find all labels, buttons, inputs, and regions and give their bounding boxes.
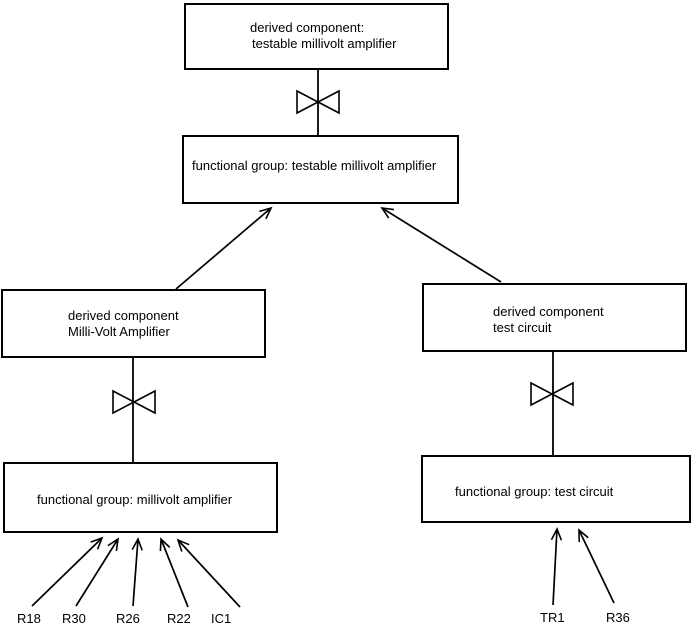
- component-label-r30: R30: [62, 611, 86, 626]
- bowtie-icon: [296, 89, 340, 115]
- bowtie-icon: [112, 389, 156, 415]
- edge-r36-arrow: [578, 528, 615, 604]
- edge-derived-millivolt-to-functional-testable-arrow: [175, 206, 273, 290]
- component-label-r18: R18: [17, 611, 41, 626]
- node-derived-component-testable-millivolt-amplifier: derived component: testable millivolt am…: [184, 3, 449, 70]
- node-label-line1: derived component: [493, 304, 604, 319]
- node-functional-group-millivolt-amplifier: functional group: millivolt amplifier: [3, 462, 278, 533]
- edge-r26-arrow: [131, 537, 143, 607]
- edge-r18-arrow: [31, 536, 104, 607]
- node-functional-group-testable-millivolt-amplifier: functional group: testable millivolt amp…: [182, 135, 459, 204]
- node-label: functional group: test circuit: [455, 484, 614, 499]
- node-label-line1: derived component: [68, 308, 179, 323]
- component-label-ic1: IC1: [211, 611, 232, 626]
- edge-tr1-arrow: [550, 527, 563, 606]
- edge-derived-test-to-functional-testable-arrow: [380, 206, 502, 283]
- node-label-line1: derived component:: [250, 20, 365, 35]
- node-derived-component-test-circuit: derived component test circuit: [422, 283, 687, 352]
- component-label-tr1: TR1: [540, 610, 565, 625]
- edge-r30-arrow: [75, 537, 120, 607]
- edge-r22-arrow: [159, 537, 189, 608]
- bowtie-icon: [530, 381, 574, 407]
- edge-ic1-arrow: [176, 538, 241, 608]
- node-label-line2: test circuit: [493, 320, 552, 335]
- node-label-line2: Milli-Volt Amplifier: [68, 324, 170, 339]
- node-label: functional group: millivolt amplifier: [37, 492, 233, 507]
- component-label-r22: R22: [167, 611, 191, 626]
- node-label: functional group: testable millivolt amp…: [192, 158, 437, 173]
- component-label-r36: R36: [606, 610, 630, 625]
- node-functional-group-test-circuit: functional group: test circuit: [421, 455, 691, 523]
- node-label-line2: testable millivolt amplifier: [252, 36, 397, 51]
- node-derived-component-millivolt-amplifier: derived component Milli-Volt Amplifier: [1, 289, 266, 358]
- component-label-r26: R26: [116, 611, 140, 626]
